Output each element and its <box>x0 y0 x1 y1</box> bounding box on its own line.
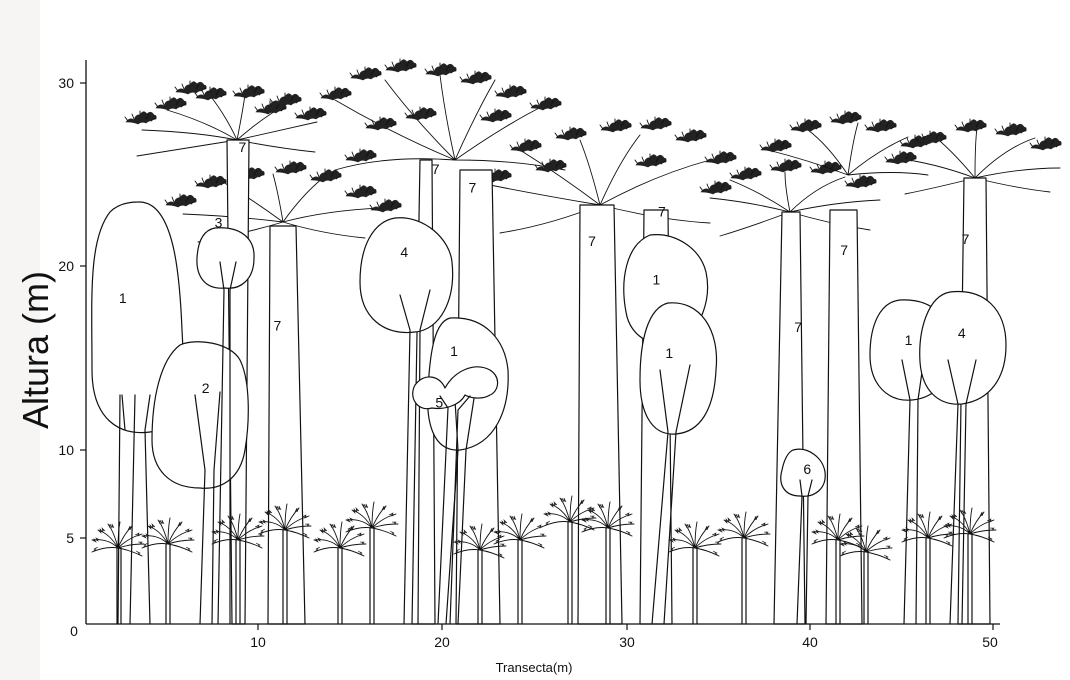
species-label-7-15: 7 <box>840 242 848 258</box>
y-tick-10: 10 <box>58 442 74 458</box>
species-label-5-9: 5 <box>435 395 443 411</box>
species-label-7-6: 7 <box>432 161 440 177</box>
species-label-4-18: 4 <box>958 325 966 341</box>
x-tick-0: 0 <box>70 623 78 639</box>
y-tick-30: 30 <box>58 75 74 91</box>
species-label-1-12: 1 <box>653 271 661 287</box>
species-label-7-4: 7 <box>274 317 282 333</box>
species-label-7-11: 7 <box>658 203 666 219</box>
species-label-7-14: 7 <box>794 319 802 335</box>
x-axis-title: Transecta(m) <box>496 660 573 675</box>
species-label-7-19: 7 <box>962 231 970 247</box>
species-label-6-16: 6 <box>803 461 811 477</box>
araucaria-crown-a <box>125 81 326 156</box>
x-tick-30: 30 <box>619 634 635 650</box>
y-tick-5: 5 <box>66 530 74 546</box>
x-tick-10: 10 <box>250 634 266 650</box>
species-label-2-1: 2 <box>202 380 210 396</box>
x-tick-20: 20 <box>434 634 450 650</box>
species-label-7-3: 7 <box>239 139 247 155</box>
species-label-4-5: 4 <box>400 244 408 260</box>
species-label-1-0: 1 <box>119 290 127 306</box>
species-label-7-7: 7 <box>469 179 477 195</box>
broadleaf-trees <box>92 202 1006 624</box>
species-label-3-2: 3 <box>215 214 223 230</box>
species-label-7-10: 7 <box>588 233 596 249</box>
y-tick-20: 20 <box>58 258 74 274</box>
species-label-1-13: 1 <box>665 345 673 361</box>
y-axis-title: Altura (m) <box>15 271 56 429</box>
species-label-1-17: 1 <box>905 332 913 348</box>
araucaria-crown-c <box>320 59 565 170</box>
x-tick-50: 50 <box>982 634 998 650</box>
x-tick-40: 40 <box>802 634 818 650</box>
species-label-1-8: 1 <box>450 343 458 359</box>
